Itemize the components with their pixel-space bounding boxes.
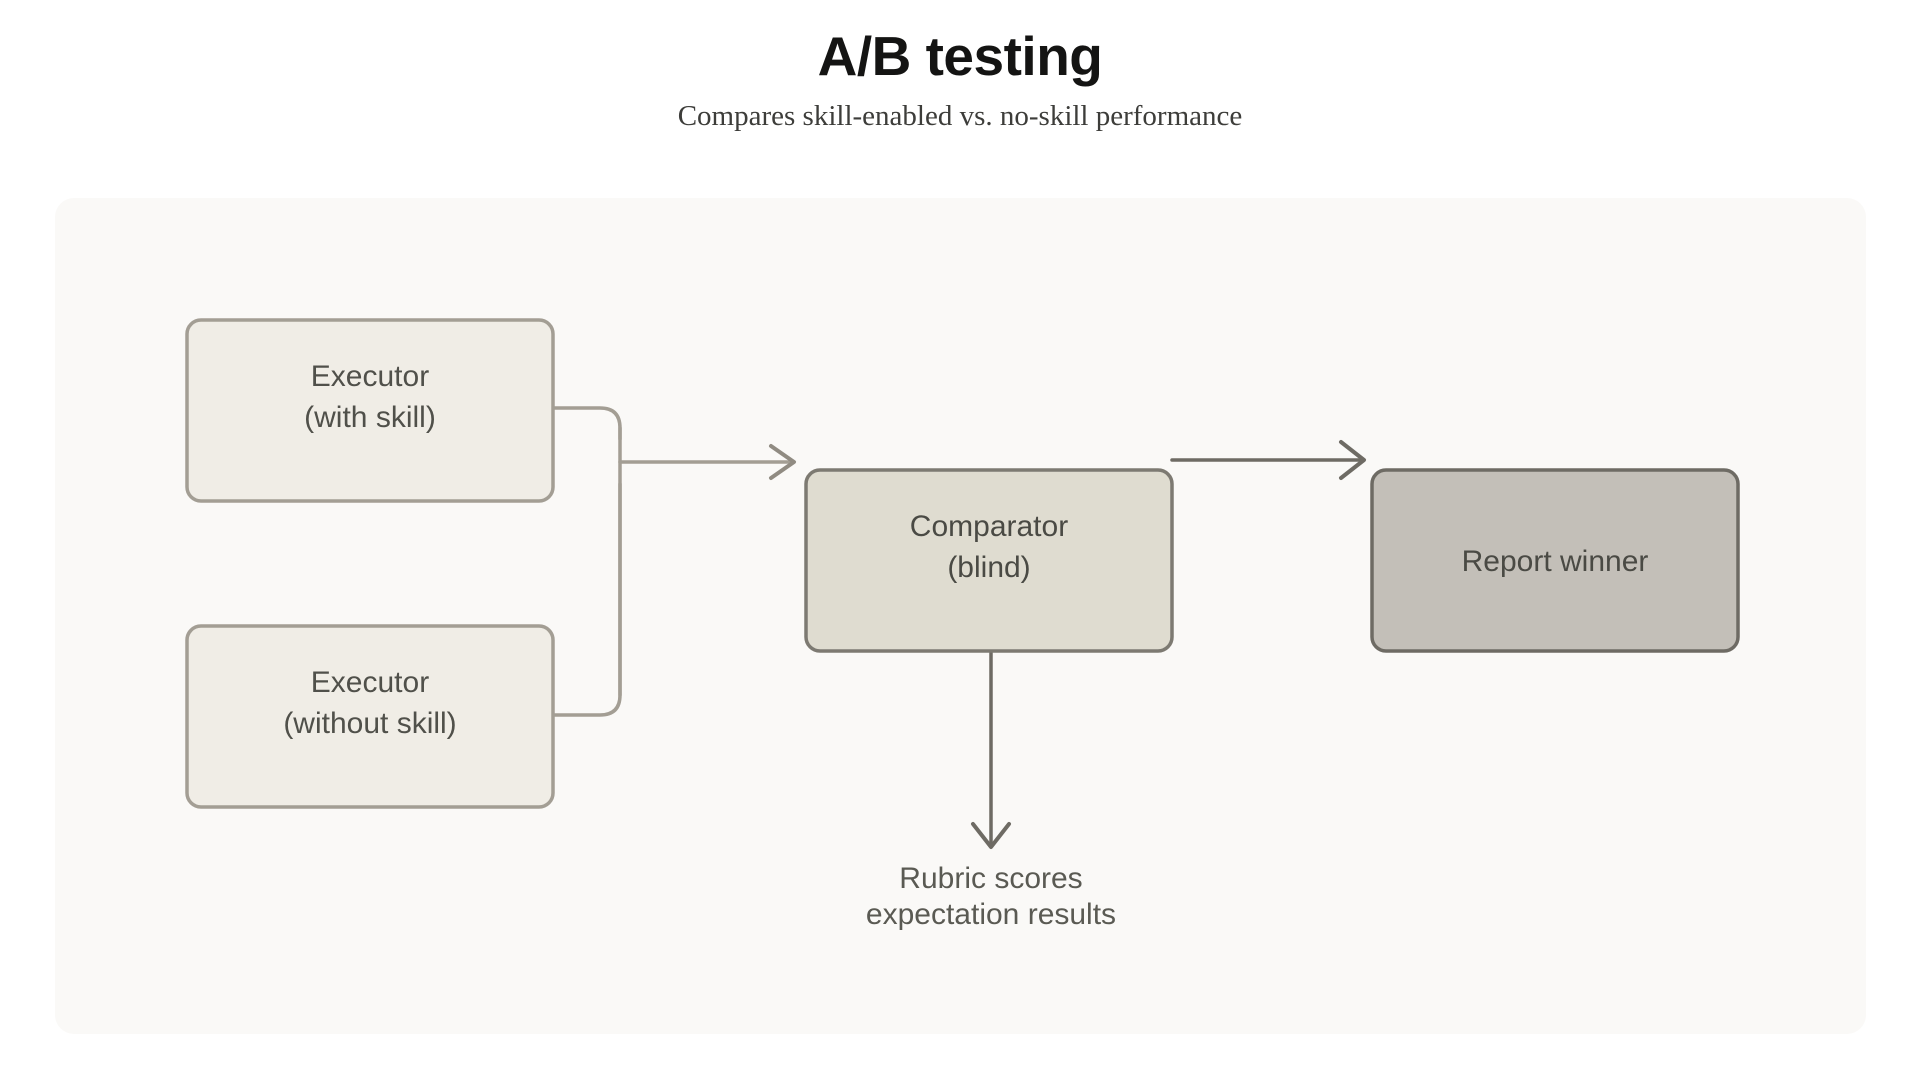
- node-box-report-winner[interactable]: [1370, 468, 1740, 653]
- arrowhead-to-rubric-icon: [971, 822, 1011, 849]
- node-label-report-winner: Report winner: [1462, 545, 1649, 578]
- node-box-executor-with-skill[interactable]: [185, 318, 555, 503]
- arrowhead-to-report-icon: [1339, 440, 1366, 480]
- page-title: A/B testing: [817, 25, 1103, 87]
- node-executor-with-skill[interactable]: Executor (with skill): [185, 318, 555, 503]
- node-label-executor-without-skill-line2: (without skill): [283, 707, 456, 740]
- diagram-canvas: Executor (with skill) Executor (without …: [55, 198, 1866, 1034]
- node-executor-without-skill[interactable]: Executor (without skill): [185, 624, 555, 809]
- annotation-rubric-line1: Rubric scores: [899, 862, 1082, 895]
- node-label-executor-with-skill-line1: Executor: [311, 360, 429, 393]
- node-report-winner[interactable]: Report winner: [1370, 468, 1740, 653]
- edge-without-skill-to-merge: [551, 482, 622, 717]
- node-label-comparator-line1: Comparator: [910, 510, 1068, 543]
- annotation-rubric-note: Rubric scores expectation results: [866, 862, 1116, 931]
- node-label-executor-with-skill-line2: (with skill): [304, 401, 436, 434]
- node-label-executor-without-skill-line1: Executor: [311, 666, 429, 699]
- page-subtitle: Compares skill-enabled vs. no-skill perf…: [677, 99, 1243, 132]
- node-comparator-blind[interactable]: Comparator (blind): [804, 468, 1174, 653]
- node-box-executor-without-skill[interactable]: [185, 624, 555, 809]
- page-header: A/B testing Compares skill-enabled vs. n…: [0, 0, 1920, 135]
- annotation-rubric-line2: expectation results: [866, 898, 1116, 931]
- node-box-comparator-blind[interactable]: [804, 468, 1174, 653]
- arrowhead-to-comparator-icon: [769, 444, 796, 480]
- flowchart-svg: Executor (with skill) Executor (without …: [185, 318, 1740, 931]
- edge-with-skill-to-merge: [551, 406, 622, 441]
- node-label-comparator-line2: (blind): [947, 551, 1030, 584]
